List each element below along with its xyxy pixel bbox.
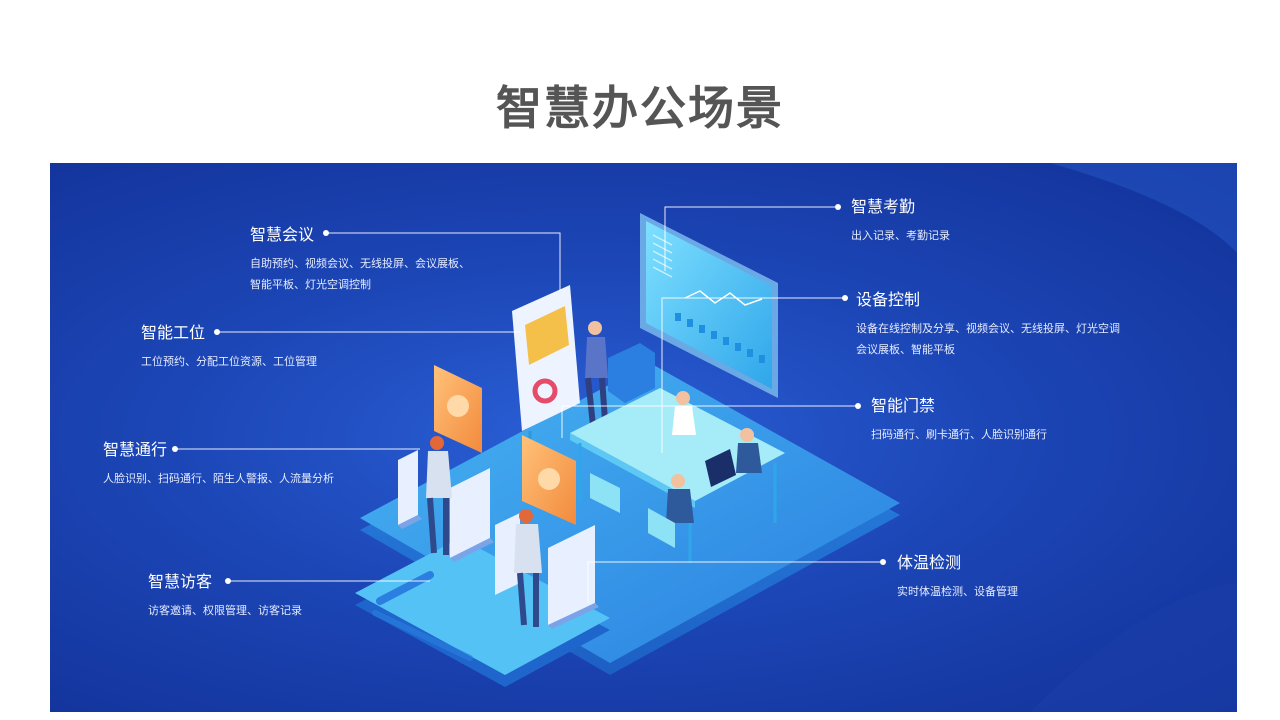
connector-lines (175, 206, 883, 603)
monitor-bars (675, 313, 765, 363)
turnstiles (398, 450, 595, 625)
feature-desc: 设备在线控制及分享、视频会议、无线投屏、灯光空调 会议展板、智能平板 (856, 318, 1120, 360)
turnstile-sides (398, 515, 599, 629)
feature-workstation: 智能工位 工位预约、分配工位资源、工位管理 (141, 323, 317, 372)
server-cube (608, 343, 655, 403)
walker-body (426, 451, 452, 498)
walker-legs (427, 497, 449, 555)
feature-desc: 工位预约、分配工位资源、工位管理 (141, 355, 317, 368)
board-panel (525, 306, 569, 365)
bg-arc (1030, 583, 1237, 712)
person-body (672, 406, 696, 435)
feature-title: 智能工位 (141, 323, 206, 342)
table-edge (570, 433, 695, 508)
person-head (676, 391, 690, 405)
feature-title: 智慧访客 (148, 572, 213, 591)
feature-title: 智慧会议 (250, 225, 315, 244)
laptop (705, 449, 736, 487)
walker-body (514, 524, 542, 573)
person-head (671, 474, 685, 488)
feature-desc: 出入记录、考勤记录 (851, 229, 950, 242)
feature-visitor: 智慧访客 访客邀请、权限管理、访客记录 (148, 572, 302, 621)
feature-desc: 人脸识别、扫码通行、陌生人警报、人流量分析 (103, 472, 334, 485)
floor-ext (355, 538, 610, 675)
walker-head (519, 509, 533, 523)
bg-arc (1050, 163, 1237, 253)
person-body (736, 443, 762, 473)
person-head (740, 428, 754, 442)
feature-desc: 访客邀请、权限管理、访客记录 (148, 604, 302, 617)
feature-desc: 实时体温检测、设备管理 (897, 585, 1018, 598)
feature-title: 智慧考勤 (851, 197, 916, 216)
chair (648, 508, 675, 548)
face-panel-icon (538, 468, 560, 490)
floor-stripe (376, 571, 434, 605)
feature-desc-line: 自助预约、视频会议、无线投屏、会议展板、 (250, 257, 470, 270)
feature-door: 智能门禁 扫码通行、刷卡通行、人脸识别通行 (871, 396, 1047, 445)
walker-head (430, 436, 444, 450)
connector-dots (172, 204, 886, 584)
board-donut (532, 378, 558, 404)
feature-attendance: 智慧考勤 出入记录、考勤记录 (851, 197, 950, 246)
feature-title: 体温检测 (897, 553, 962, 572)
feature-desc-line: 设备在线控制及分享、视频会议、无线投屏、灯光空调 (856, 322, 1120, 335)
office-isometric-illustration (172, 163, 1237, 712)
feature-temperature: 体温检测 实时体温检测、设备管理 (897, 553, 1018, 602)
feature-desc-line: 智能平板、灯光空调控制 (250, 278, 371, 291)
page-title: 智慧办公场景 (496, 81, 784, 135)
feature-meeting: 智慧会议 自助预约、视频会议、无线投屏、会议展板、 智能平板、灯光空调控制 (250, 225, 470, 295)
monitor-lines (652, 234, 673, 278)
person-body (666, 489, 694, 523)
feature-title: 智能门禁 (871, 396, 936, 415)
feature-access: 智慧通行 人脸识别、扫码通行、陌生人警报、人流量分析 (103, 440, 334, 489)
face-panel-icon (447, 395, 469, 417)
presenter-head (588, 321, 602, 335)
feature-device: 设备控制 设备在线控制及分享、视频会议、无线投屏、灯光空调 会议展板、智能平板 (856, 290, 1120, 360)
feature-title: 设备控制 (856, 290, 921, 309)
scene-panel: 智慧会议 自助预约、视频会议、无线投屏、会议展板、 智能平板、灯光空调控制 智能… (50, 163, 1237, 712)
feature-desc-line: 会议展板、智能平板 (856, 343, 955, 356)
chair (590, 473, 620, 513)
feature-desc: 自助预约、视频会议、无线投屏、会议展板、 智能平板、灯光空调控制 (250, 253, 470, 295)
presenter-body (585, 337, 608, 378)
feature-title: 智慧通行 (103, 440, 168, 459)
floor-stripe (372, 610, 473, 661)
feature-desc: 扫码通行、刷卡通行、人脸识别通行 (871, 428, 1047, 441)
walker-legs (517, 572, 539, 627)
